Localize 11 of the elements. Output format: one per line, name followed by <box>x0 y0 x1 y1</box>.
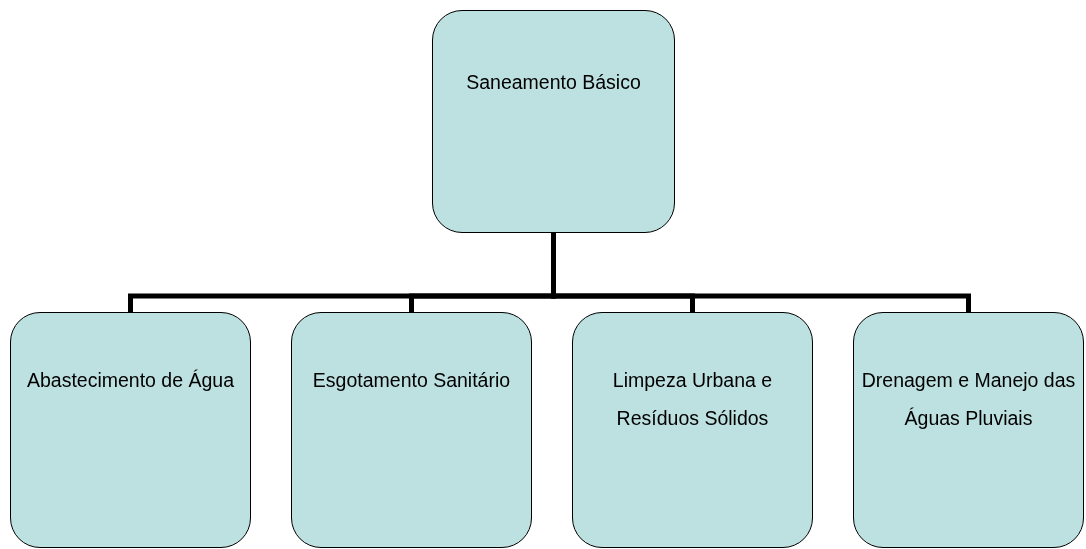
rounded-box <box>10 312 251 548</box>
rounded-box <box>291 312 532 548</box>
box-label: Limpeza Urbana e Resíduos Sólidos <box>611 368 774 431</box>
rounded-box <box>572 312 813 548</box>
box-label: Esgotamento Sanitário <box>311 368 512 393</box>
rounded-box <box>432 10 675 233</box>
connector-line <box>551 233 971 312</box>
box-label: Drenagem e Manejo das Águas Pluviais <box>860 368 1077 431</box>
box-label: Saneamento Básico <box>465 70 642 95</box>
box-label: Abastecimento de Água <box>25 368 236 393</box>
rounded-box <box>853 312 1084 548</box>
